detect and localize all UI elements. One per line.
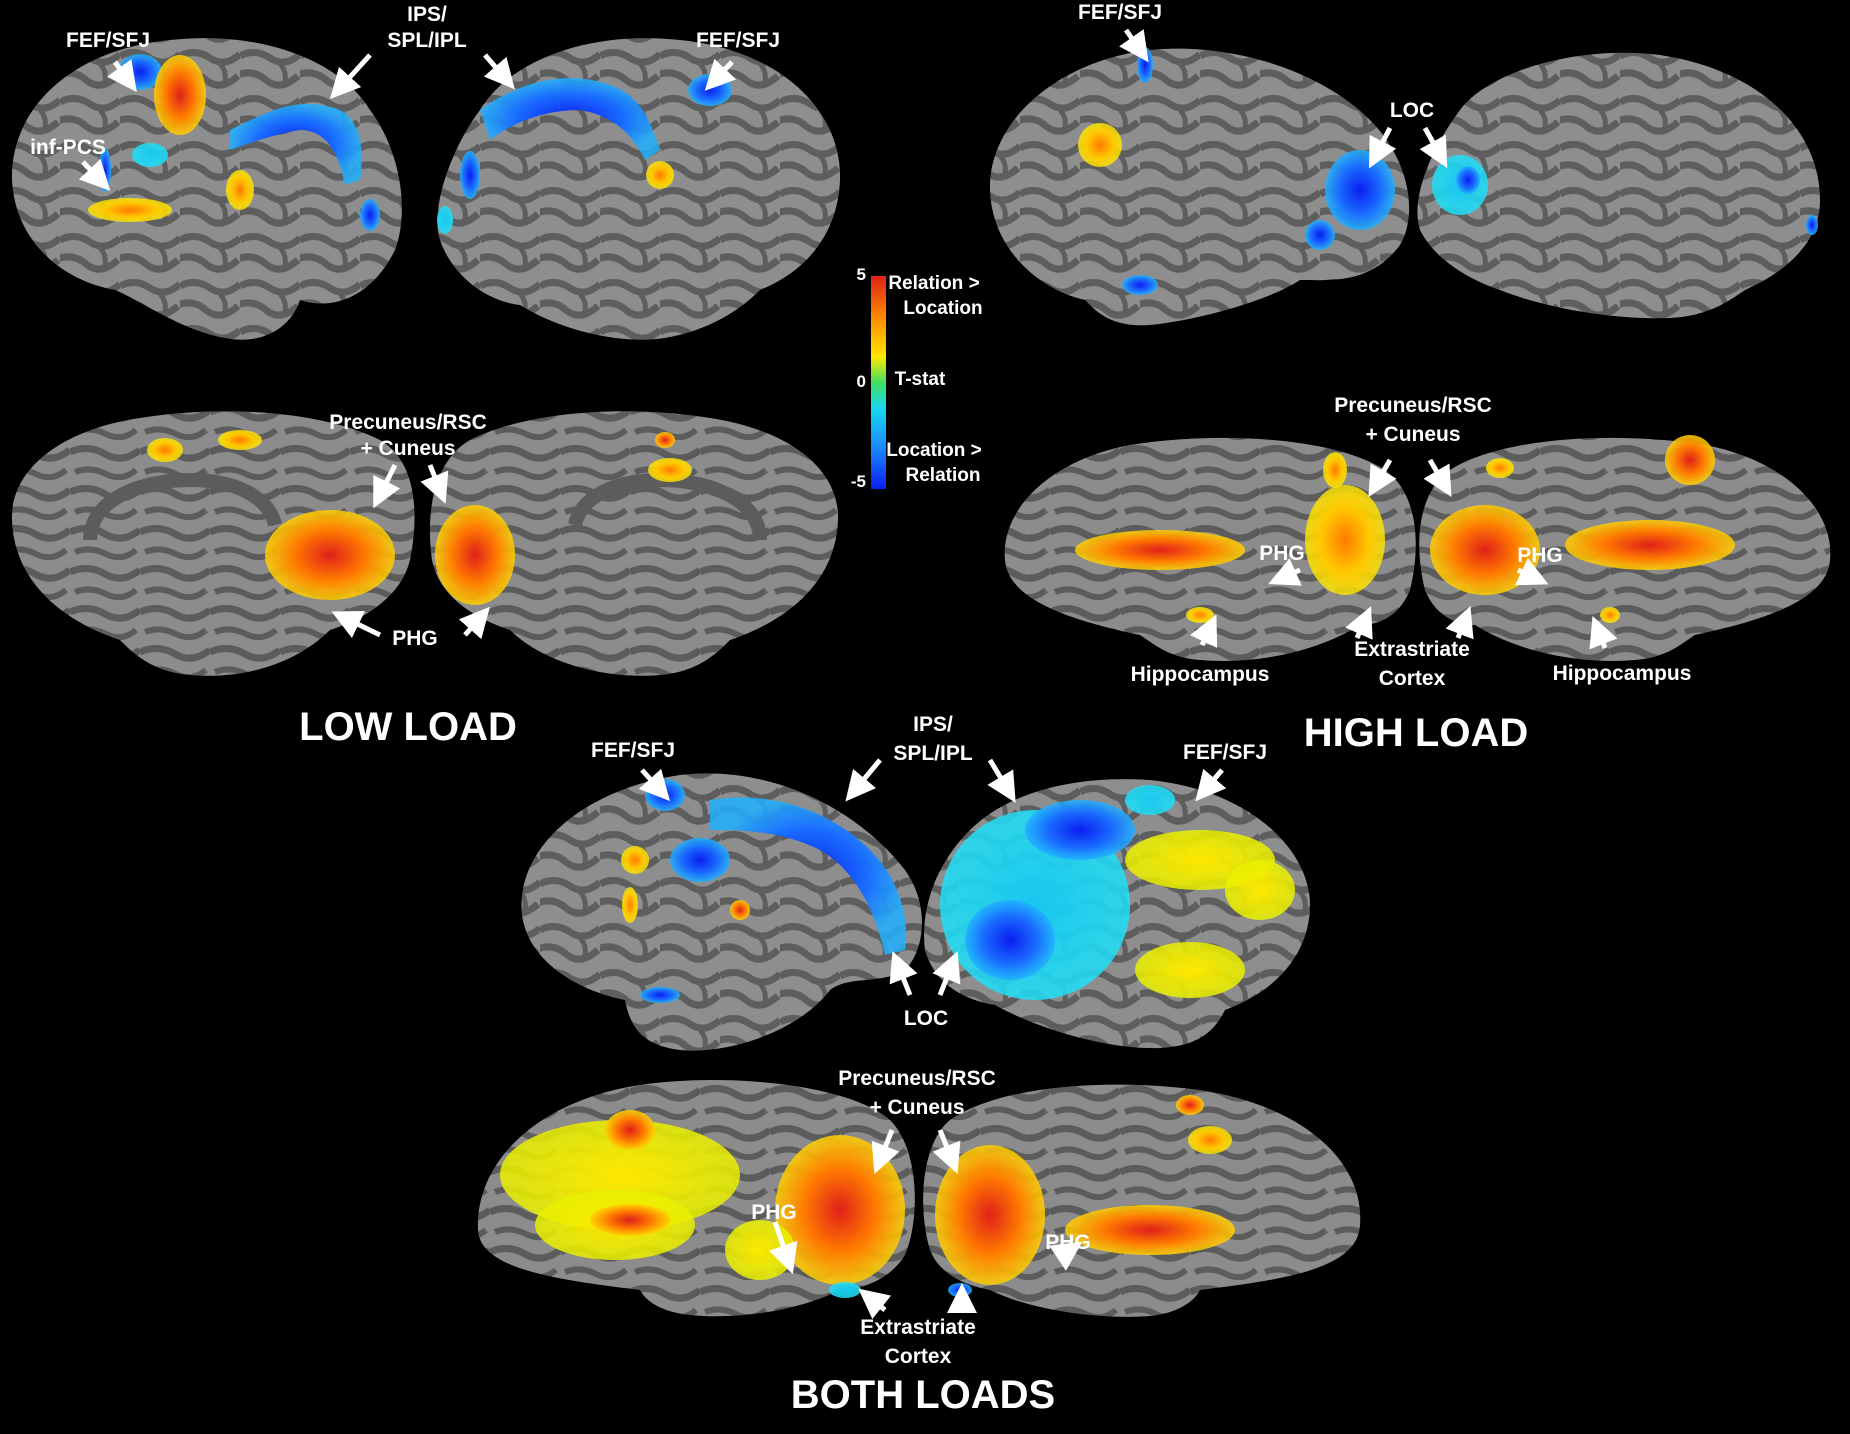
both-loads-lateral-left-hemisphere — [521, 773, 922, 1051]
high-load-precuneus-label-line1: Precuneus/RSC — [1334, 394, 1492, 417]
low-load-title: LOW LOAD — [299, 705, 517, 749]
high-load-fef-label: FEF/SFJ — [1077, 1, 1163, 24]
high-load-lateral-left-hemisphere — [989, 47, 1410, 326]
colorbar-positive-label-line2: Location — [903, 298, 983, 319]
colorbar-negative-label-line1: Location > — [886, 440, 982, 461]
high-load-medial-right-hemisphere — [1419, 435, 1831, 661]
both-loads-loc-label: LOC — [903, 1007, 949, 1030]
high-load-hippocampus-right-label: Hippocampus — [1552, 662, 1692, 685]
high-load-title: HIGH LOAD — [1303, 711, 1529, 755]
colorbar-positive-label-line1: Relation > — [888, 273, 980, 294]
colorbar-min-tick: -5 — [850, 472, 866, 491]
both-loads-title: BOTH LOADS — [790, 1373, 1056, 1417]
colorbar-zero-tick: 0 — [856, 372, 866, 391]
both-loads-phg-left-label: PHG — [751, 1201, 797, 1224]
low-load-fef-right-label: FEF/SFJ — [695, 29, 781, 52]
high-load-phg-left-label: PHG — [1259, 542, 1305, 565]
low-load-ips-label-line1: IPS/ — [407, 3, 447, 26]
low-load-medial-left-hemisphere — [11, 411, 415, 676]
high-load-precuneus-label-line2: + Cuneus — [1365, 423, 1461, 446]
both-loads-fef-right-label: FEF/SFJ — [1182, 741, 1268, 764]
high-load-loc-label: LOC — [1389, 99, 1435, 122]
high-load-lateral-right-hemisphere — [1417, 52, 1820, 319]
low-load-precuneus-label-line1: Precuneus/RSC — [329, 411, 487, 434]
colorbar — [871, 276, 886, 489]
high-load-phg-right-label: PHG — [1517, 544, 1563, 567]
colorbar-stat-label: T-stat — [894, 369, 946, 390]
low-load-fef-left-label: FEF/SFJ — [65, 29, 151, 52]
both-loads-precuneus-label-line1: Precuneus/RSC — [838, 1067, 996, 1090]
both-loads-phg-right-label: PHG — [1045, 1231, 1091, 1254]
both-loads-lateral-right-hemisphere — [924, 779, 1310, 1049]
low-load-phg-label: PHG — [392, 627, 438, 650]
low-load-inf-pcs-label: inf-PCS — [30, 136, 106, 159]
both-loads-medial-right-hemisphere — [923, 1084, 1361, 1317]
both-loads-fef-left-label: FEF/SFJ — [590, 739, 676, 762]
annotation-arrows — [78, 28, 1618, 1320]
both-loads-medial-left-hemisphere — [477, 1080, 915, 1317]
high-load-medial-left-hemisphere — [1004, 437, 1416, 661]
colorbar-negative-label-line2: Relation — [905, 465, 981, 486]
high-load-extrastriate-label-line2: Cortex — [1378, 667, 1446, 690]
low-load-lateral-right-hemisphere — [437, 38, 841, 340]
both-loads-ips-label-line1: IPS/ — [913, 713, 953, 736]
high-load-hippocampus-left-label: Hippocampus — [1130, 663, 1270, 686]
colorbar-max-tick: 5 — [856, 265, 866, 284]
both-loads-extrastriate-label-line2: Cortex — [884, 1345, 952, 1368]
low-load-precuneus-label-line2: + Cuneus — [360, 437, 456, 460]
both-loads-extrastriate-label-line1: Extrastriate — [860, 1316, 976, 1339]
both-loads-precuneus-label-line2: + Cuneus — [869, 1096, 965, 1119]
both-loads-ips-label-line2: SPL/IPL — [893, 742, 973, 765]
low-load-ips-label-line2: SPL/IPL — [387, 29, 467, 52]
high-load-extrastriate-label-line1: Extrastriate — [1354, 638, 1470, 661]
low-load-medial-right-hemisphere — [429, 411, 839, 676]
